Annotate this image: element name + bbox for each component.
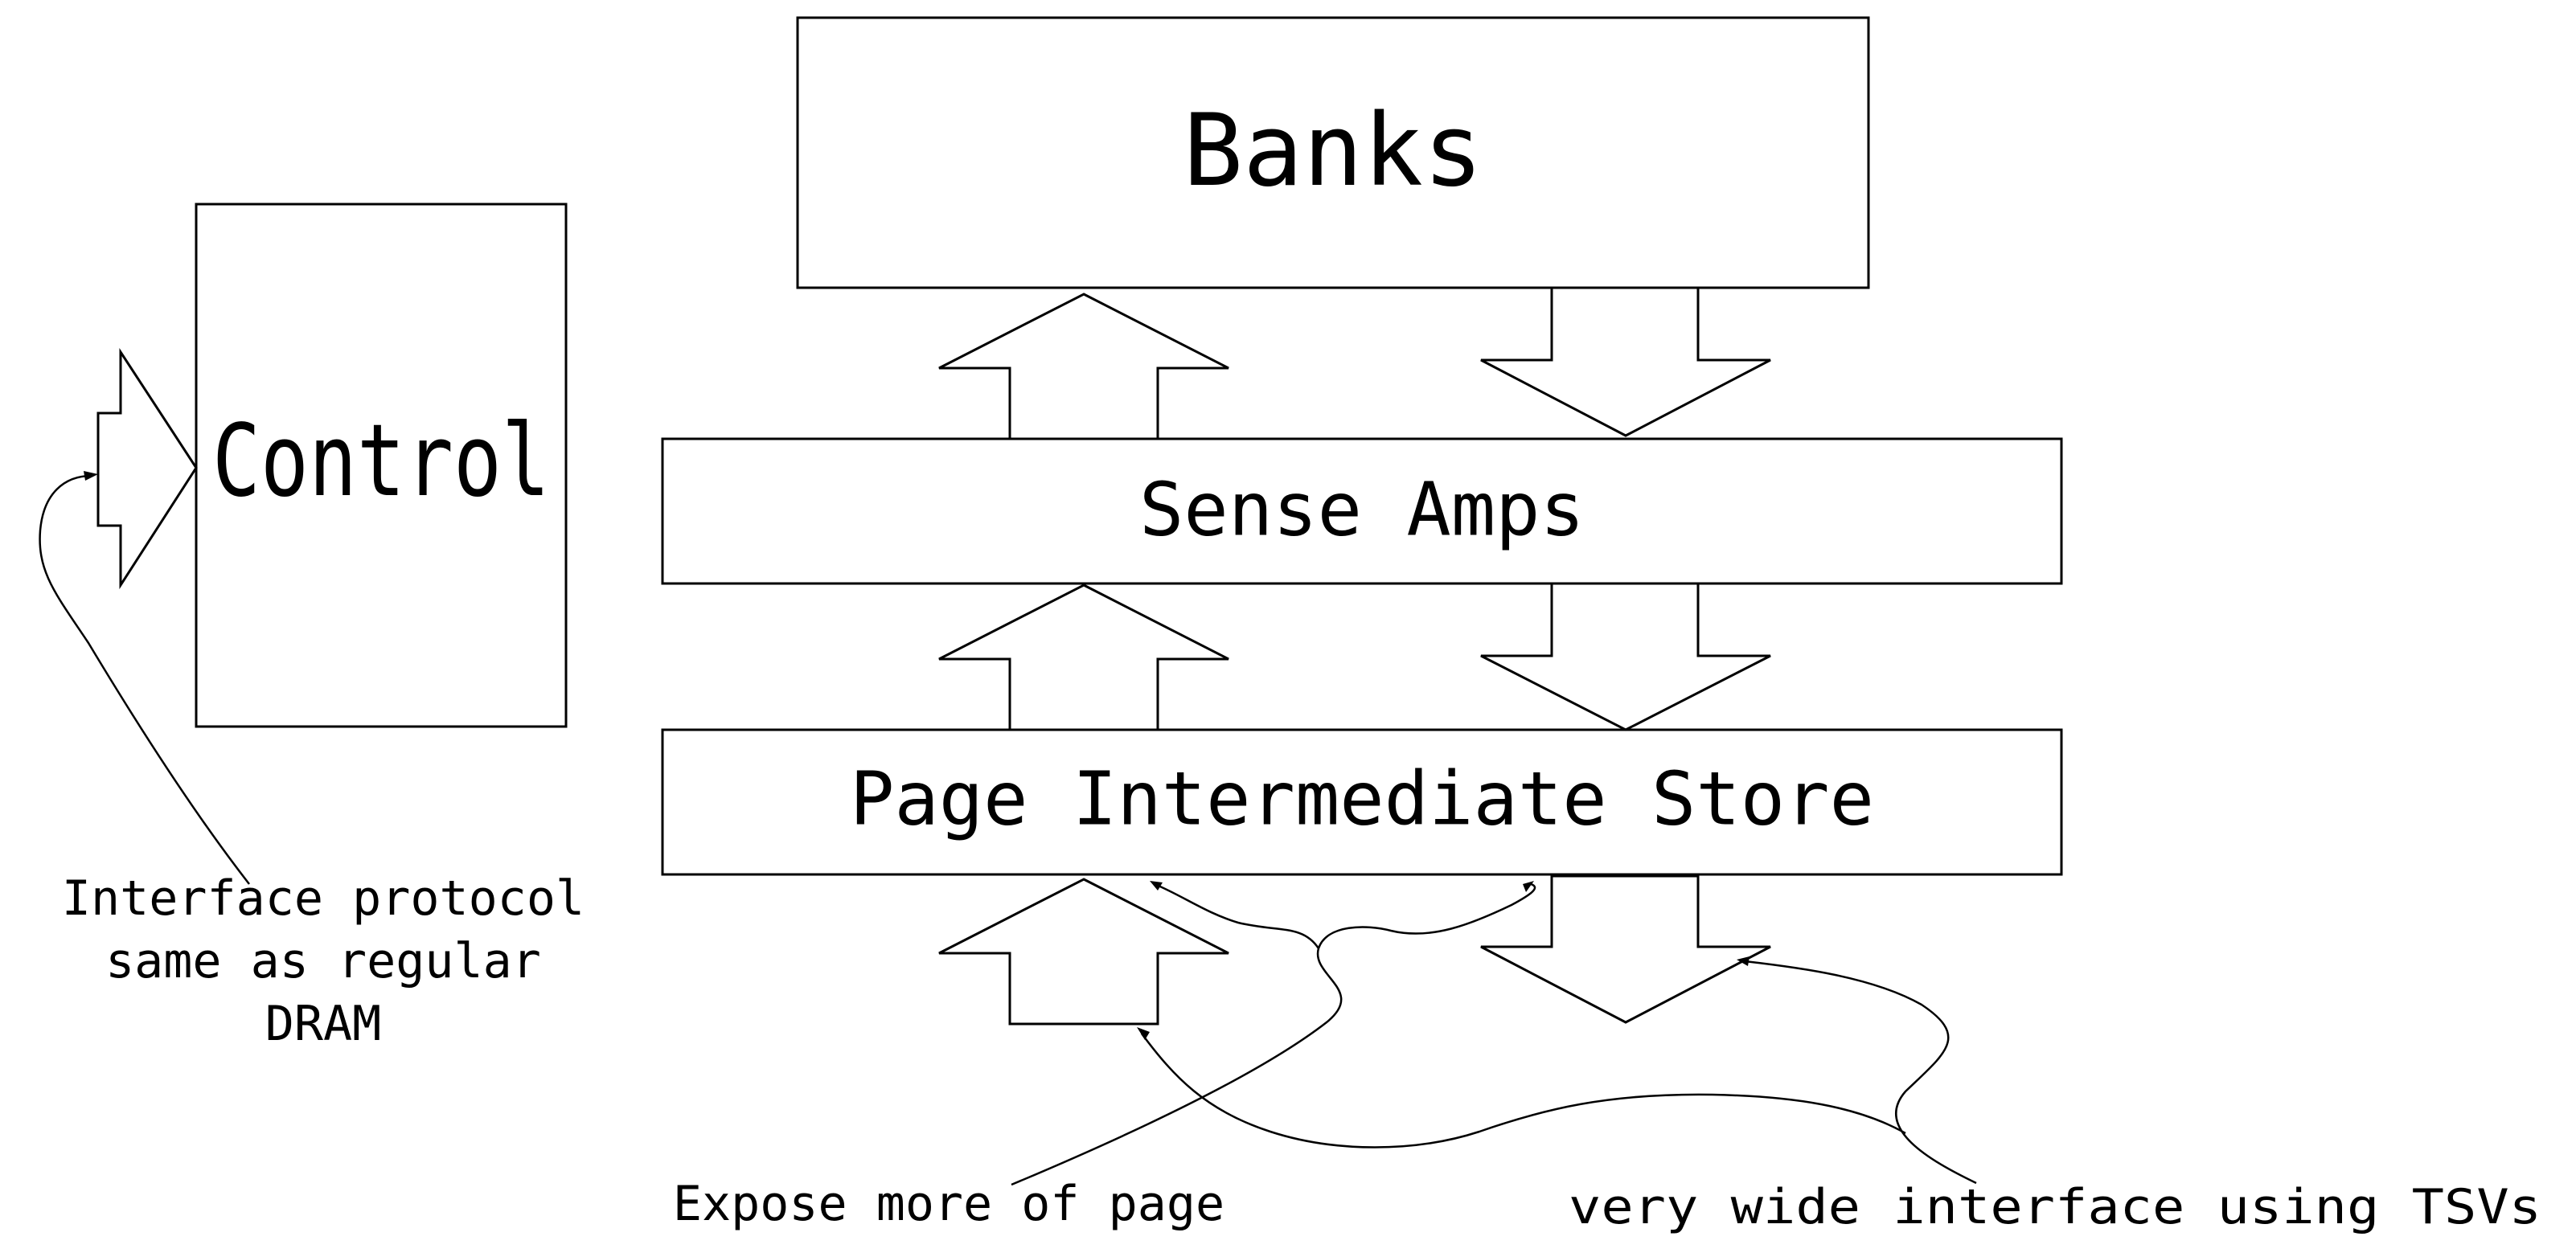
expose-page-pointer-head-right [1523,881,1534,892]
control-input-arrow [96,347,198,590]
sense-amps-block: Sense Amps [661,437,2063,585]
page-store-label: Page Intermediate Store [850,755,1874,841]
down-arrow-from-sense-amps [1480,582,1771,731]
control-label: Control [212,403,550,519]
interface-protocol-line-3: DRAM [265,996,382,1052]
interface-protocol-pointer-head [84,471,98,481]
down-arrow-from-banks [1480,286,1771,437]
banks-label: Banks [1183,93,1483,209]
wide-interface-pointer-head-right [1737,956,1749,966]
page-store-block: Page Intermediate Store [661,728,2063,876]
interface-protocol-pointer [39,474,250,885]
expose-page-pointer-head-left [1150,881,1163,891]
expose-page-note: Expose more of page [673,1176,1224,1232]
wide-interface-pointer-left [1140,1033,1906,1148]
expose-page-pointer [1011,882,1536,1186]
expose-page-pointer-left [1154,882,1320,949]
up-arrow-to-banks [938,293,1229,440]
interface-protocol-line-1: Interface protocol [62,870,585,927]
banks-block: Banks [796,16,1870,289]
wide-interface-pointer [1744,960,1977,1185]
interface-protocol-note: Interface protocol same as regular DRAM [62,870,585,1052]
wide-interface-pointer-head-left [1137,1027,1150,1040]
down-arrow-from-page-store [1480,874,1771,1024]
control-block: Control [195,203,568,728]
wide-interface-note: very wide interface using TSVs [1569,1179,2541,1235]
sense-amps-label: Sense Amps [1139,466,1585,552]
up-arrow-to-page-store [938,878,1229,1026]
up-arrow-to-sense-amps [938,583,1229,731]
interface-protocol-line-2: same as regular [105,933,541,989]
